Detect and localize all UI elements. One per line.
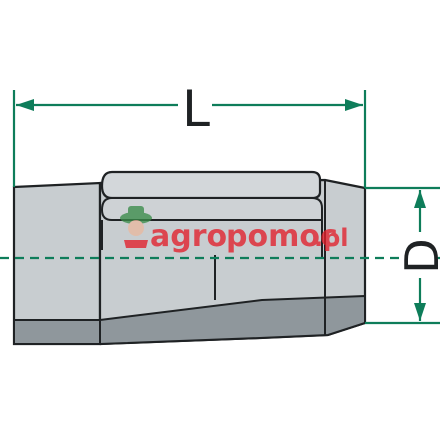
middle-flat [100, 197, 323, 221]
diameter-arrow-top [414, 190, 426, 208]
diameter-label-gap [408, 232, 436, 278]
diameter-arrow-bottom [414, 303, 426, 321]
bottom-shade-body [99, 295, 366, 345]
fitting-part [12, 170, 367, 346]
agropomoc-watermark: agro pomoc .pl [120, 206, 349, 254]
length-arrow-left [16, 99, 34, 111]
length-label: L [182, 80, 210, 138]
farmer-logo-icon [120, 206, 152, 248]
watermark-tld: .pl [314, 224, 349, 252]
length-arrow-right [345, 99, 363, 111]
top-flat [100, 170, 322, 200]
diameter-label: D [395, 238, 440, 273]
watermark-brand-left: agro [150, 219, 227, 254]
bottom-shade [13, 319, 101, 345]
length-dimension: L [12, 80, 367, 188]
diameter-dimension: D [365, 186, 440, 325]
watermark-brand-right: pomoc [226, 219, 338, 254]
